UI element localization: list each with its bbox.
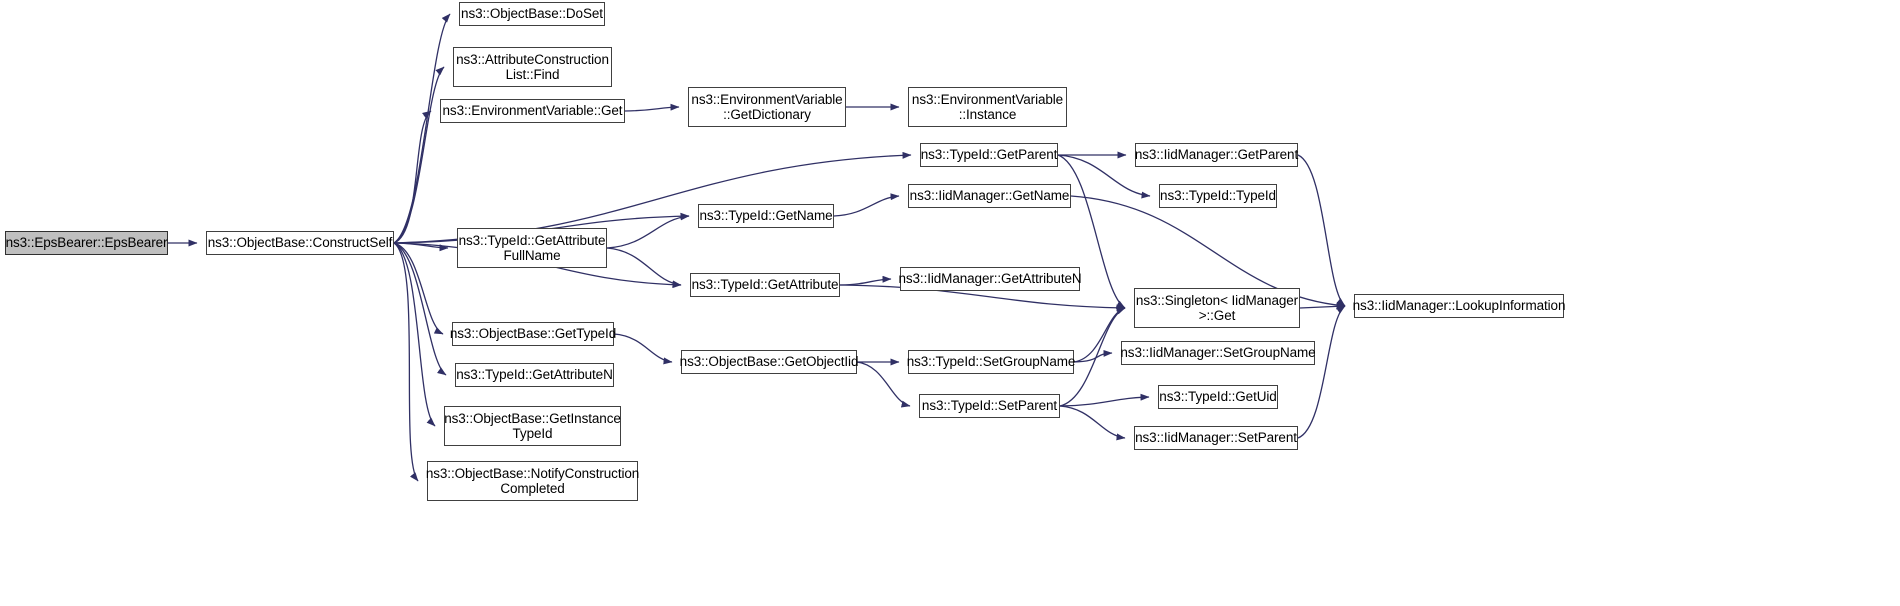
- graph-edge: [393, 110, 432, 244]
- graph-edge: [393, 242, 444, 335]
- graph-node[interactable]: ns3::ObjectBase::ConstructSelf: [206, 231, 394, 255]
- graph-edge: [1059, 393, 1150, 407]
- graph-edge: [1297, 305, 1346, 439]
- graph-edge: [393, 242, 447, 376]
- graph-edge: [839, 275, 892, 286]
- graph-node[interactable]: ns3::TypeId::TypeId: [1159, 184, 1277, 208]
- graph-node: ns3::EpsBearer::EpsBearer: [5, 231, 168, 255]
- graph-node[interactable]: ns3::TypeId::GetAttribute FullName: [457, 228, 607, 268]
- graph-node[interactable]: ns3::ObjectBase::GetObjectIid: [680, 350, 858, 374]
- graph-edge: [606, 213, 690, 249]
- graph-node[interactable]: ns3::IidManager::SetGroupName: [1120, 341, 1316, 365]
- graph-edge: [1297, 154, 1346, 307]
- graph-node[interactable]: ns3::TypeId::SetGroupName: [907, 350, 1075, 374]
- graph-edge: [393, 66, 445, 244]
- graph-edge: [393, 242, 436, 427]
- graph-edge: [1059, 405, 1126, 441]
- graph-edge: [833, 193, 900, 217]
- graph-node[interactable]: ns3::IidManager::GetName: [908, 184, 1071, 208]
- graph-edge: [606, 247, 682, 288]
- graph-node[interactable]: ns3::TypeId::GetAttribute: [690, 273, 840, 297]
- graph-edge: [393, 242, 419, 482]
- graph-node[interactable]: ns3::EnvironmentVariable::Get: [440, 99, 625, 123]
- graph-edge: [624, 103, 680, 112]
- graph-edge: [393, 13, 451, 244]
- graph-node[interactable]: ns3::ObjectBase::DoSet: [459, 2, 605, 26]
- graph-node[interactable]: ns3::TypeId::GetParent: [920, 143, 1058, 167]
- graph-node[interactable]: ns3::IidManager::GetParent: [1135, 143, 1298, 167]
- graph-edge: [856, 361, 911, 408]
- graph-node[interactable]: ns3::AttributeConstruction List::Find: [453, 47, 612, 87]
- graph-edge: [1073, 306, 1126, 363]
- graph-node[interactable]: ns3::IidManager::SetParent: [1134, 426, 1298, 450]
- graph-node[interactable]: ns3::EnvironmentVariable ::Instance: [908, 87, 1067, 127]
- graph-node[interactable]: ns3::ObjectBase::GetTypeId: [450, 322, 616, 346]
- graph-node[interactable]: ns3::TypeId::GetUid: [1158, 385, 1278, 409]
- graph-node[interactable]: ns3::IidManager::GetAttributeN: [898, 267, 1082, 291]
- graph-node[interactable]: ns3::TypeId::GetName: [698, 204, 834, 228]
- graph-node[interactable]: ns3::TypeId::GetAttributeN: [455, 363, 614, 387]
- graph-node[interactable]: ns3::Singleton< IidManager >::Get: [1134, 288, 1300, 328]
- graph-node[interactable]: ns3::ObjectBase::GetInstance TypeId: [444, 406, 621, 446]
- graph-node[interactable]: ns3::EnvironmentVariable ::GetDictionary: [688, 87, 846, 127]
- graph-edge: [393, 242, 449, 252]
- graph-node[interactable]: ns3::TypeId::SetParent: [919, 394, 1060, 418]
- graph-edge: [1073, 349, 1113, 363]
- graph-node[interactable]: ns3::IidManager::LookupInformation: [1353, 294, 1565, 318]
- graph-edge: [1299, 302, 1346, 310]
- graph-node[interactable]: ns3::ObjectBase::NotifyConstruction Comp…: [426, 461, 639, 501]
- graph-edge: [613, 333, 673, 365]
